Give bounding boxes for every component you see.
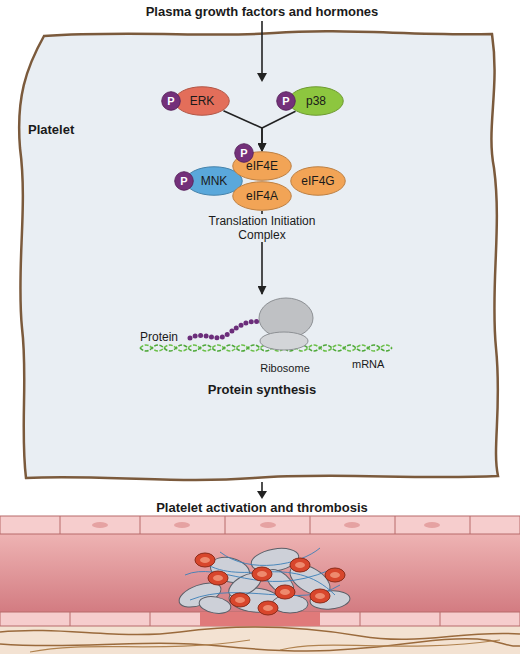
fibrin-strand	[220, 548, 320, 565]
output-arrow	[261, 482, 263, 492]
red-blood-cell	[258, 601, 278, 615]
fibrin-strand	[190, 585, 340, 600]
red-blood-cell	[290, 558, 310, 572]
cell-highlight	[263, 605, 273, 611]
activated-platelet	[262, 565, 298, 599]
red-blood-cell	[252, 567, 272, 581]
cell-highlight	[200, 557, 210, 563]
node-label: P	[161, 95, 181, 108]
red-blood-cell	[230, 593, 250, 607]
flow-arrow	[262, 111, 296, 151]
activated-platelet	[225, 568, 265, 602]
activated-platelet	[249, 545, 300, 575]
red-blood-cell	[208, 571, 228, 585]
diagram-title: Plasma growth factors and hormones	[60, 4, 464, 19]
flow-arrow	[223, 111, 262, 151]
cell-highlight	[280, 589, 290, 595]
collagen-fiber	[0, 639, 520, 651]
red-blood-cell	[325, 568, 345, 582]
text-label: Protein synthesis	[162, 382, 362, 397]
fibrin-strand	[200, 560, 335, 595]
phospho-badge: P	[276, 91, 296, 111]
protein-ellipse: eIF4G	[290, 166, 346, 196]
cell-outline: PlateletPERKPp38PMNKPeIF4EeIF4AeIF4GRibo…	[14, 28, 506, 484]
cell-highlight	[295, 562, 305, 568]
phospho-circle	[162, 92, 181, 111]
text-label: Protein	[140, 330, 190, 344]
cell-nucleus	[344, 522, 360, 528]
node-outline	[14, 28, 506, 484]
small-subunit	[260, 332, 308, 350]
phospho-badge: P	[161, 91, 181, 111]
node-label: p38	[288, 94, 344, 108]
activated-platelet	[272, 595, 308, 613]
activated-platelet	[285, 559, 335, 602]
collagen-fiber	[0, 627, 520, 639]
protein-shape	[233, 152, 292, 181]
activated-platelet	[228, 586, 282, 614]
text-label: Platelet activation and thrombosis	[112, 500, 412, 515]
cell-border	[70, 612, 440, 626]
protein-shape	[289, 87, 344, 116]
protein-shape	[233, 182, 292, 211]
ribosome-icon: Ribosome	[252, 294, 318, 378]
activated-platelet	[198, 594, 232, 615]
red-blood-cell	[195, 553, 215, 567]
phospho-badge: P	[234, 143, 254, 163]
cell-highlight	[235, 597, 245, 603]
protein-ellipse: p38	[288, 86, 344, 116]
text-label: Translation Initiation Complex	[207, 214, 317, 242]
arrow-head	[257, 491, 267, 499]
node-label: eIF4G	[290, 174, 346, 188]
node-label: P	[276, 95, 296, 108]
cell-highlight	[315, 593, 325, 599]
activated-platelet	[176, 578, 224, 612]
cell-nucleus	[260, 522, 276, 528]
node-label: Ribosome	[242, 362, 328, 374]
activated-platelet	[309, 589, 350, 610]
cell-nucleus	[92, 522, 108, 528]
vessel-wall	[0, 516, 520, 654]
protein-ellipse: eIF4A	[232, 181, 292, 211]
collagen-fiber	[30, 640, 250, 652]
phospho-circle	[277, 92, 296, 111]
text-label: mRNA	[352, 358, 402, 371]
protein-shape	[291, 167, 346, 196]
protein-ellipse: ERK	[174, 86, 230, 116]
phospho-badge: P	[174, 171, 194, 191]
node-label: P	[174, 175, 194, 188]
node-label: ERK	[174, 94, 230, 108]
phospho-circle	[235, 144, 254, 163]
flow-arrow	[261, 211, 263, 294]
endothelium	[0, 612, 520, 626]
node-label: eIF4A	[232, 189, 292, 203]
platelet-membrane	[19, 31, 498, 480]
cell-border	[60, 516, 470, 534]
cell-highlight	[257, 571, 267, 577]
fibrin-strand	[185, 570, 330, 581]
activated-platelet	[208, 553, 253, 587]
node-label: P	[234, 147, 254, 160]
vessel-lumen	[0, 534, 520, 614]
protein-shape	[175, 87, 230, 116]
phospho-circle	[175, 172, 194, 191]
red-blood-cell	[310, 589, 330, 603]
red-blood-cell	[275, 585, 295, 599]
cell-nucleus	[424, 522, 440, 528]
cell-highlight	[213, 575, 223, 581]
cell-nucleus	[174, 522, 190, 528]
protein-shape	[186, 167, 243, 196]
collagen-fiber	[280, 640, 500, 650]
cell-highlight	[330, 572, 340, 578]
endothelium	[0, 516, 520, 534]
node-label: Platelet	[28, 122, 74, 137]
damaged-endothelium	[200, 612, 320, 626]
